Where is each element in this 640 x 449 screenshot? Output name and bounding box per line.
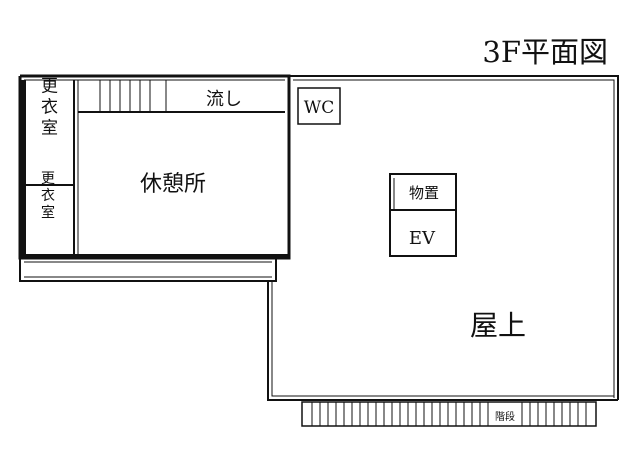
locker-room-2-label: 更衣室	[39, 171, 55, 222]
lounge-label: 休憩所	[140, 172, 206, 197]
stairs-label: 階段	[495, 410, 515, 423]
core-block	[389, 173, 457, 257]
locker-room-1-label: 更衣室	[37, 77, 58, 140]
sink-label: 流し	[206, 89, 242, 110]
storage-label: 物置	[409, 184, 439, 202]
interior-walls	[20, 80, 289, 259]
stair-hatch-upper	[99, 80, 151, 112]
elevator-label: EV	[409, 228, 436, 249]
toilet-label: WC	[304, 98, 334, 118]
stairs	[301, 401, 597, 427]
toilet-room: WC	[297, 87, 341, 125]
rooftop-label: 屋上	[470, 309, 526, 342]
plan-title: 3F平面図	[482, 35, 608, 69]
